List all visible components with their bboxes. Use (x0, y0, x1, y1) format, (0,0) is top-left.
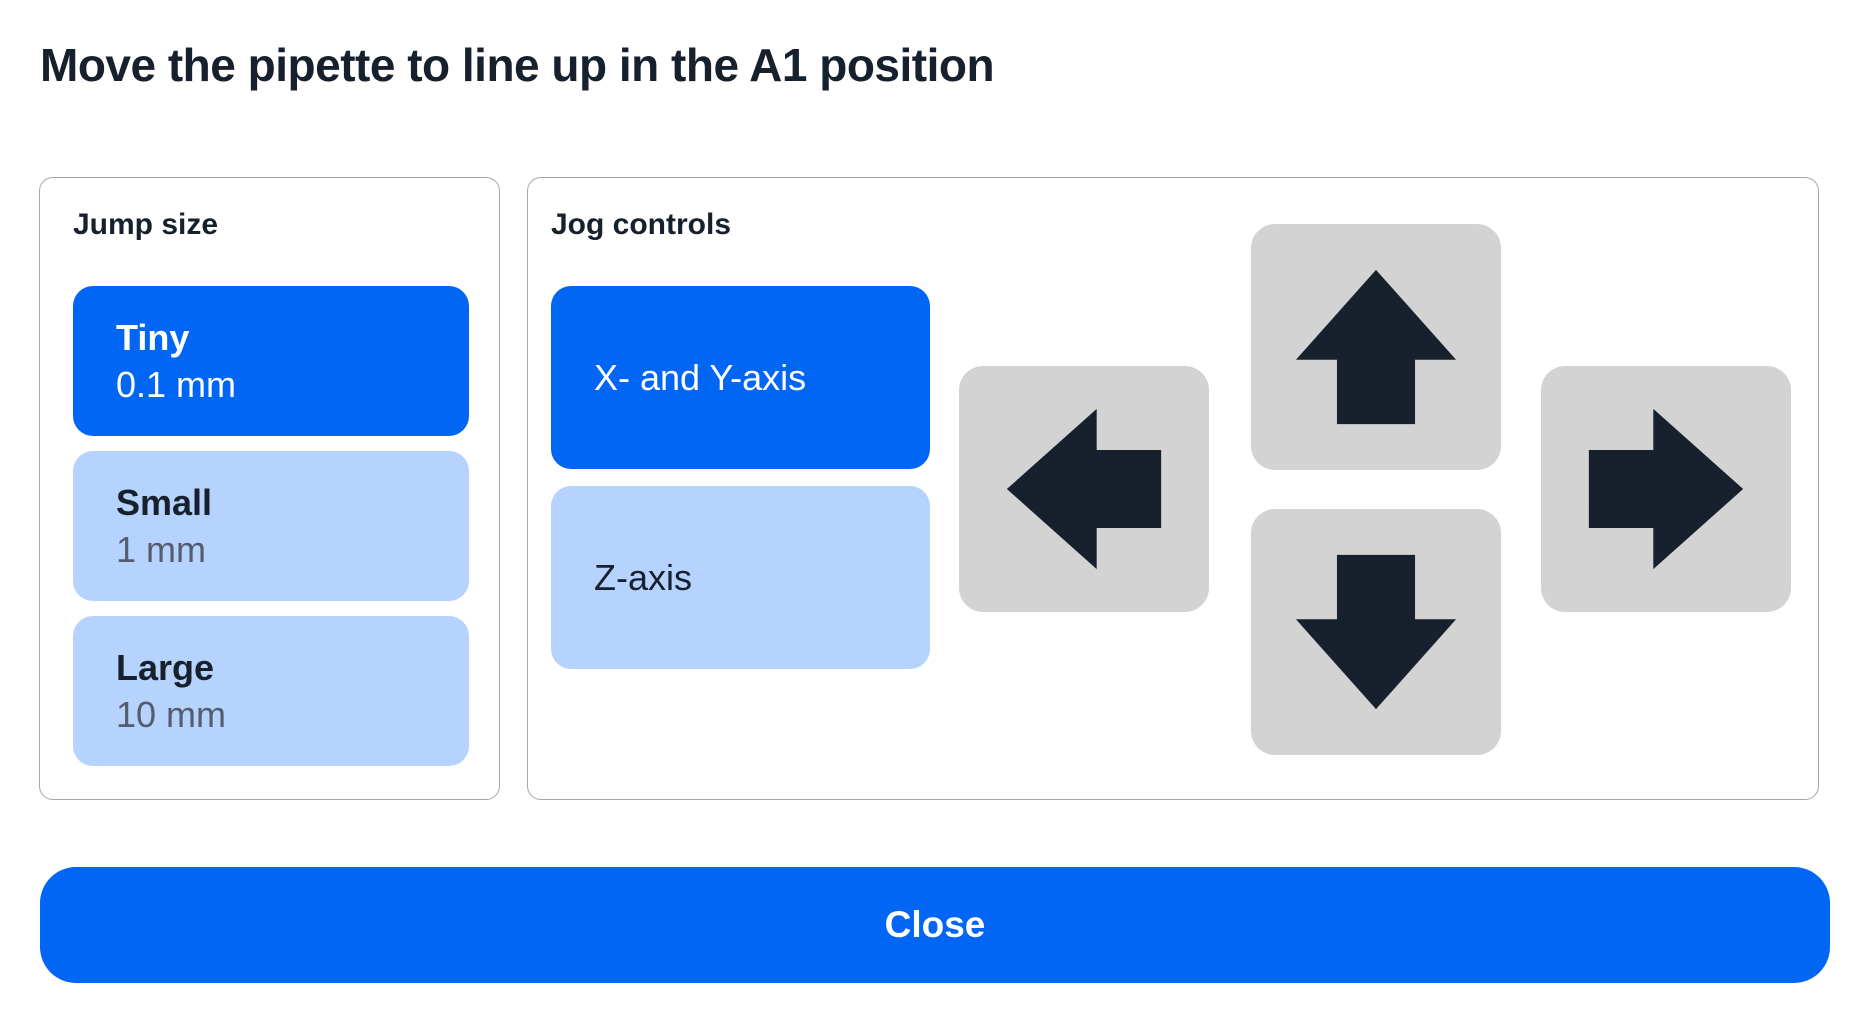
jog-up-button[interactable] (1251, 224, 1501, 470)
jump-option-large-value: 10 mm (116, 694, 227, 735)
jump-option-small[interactable]: Small 1 mm (73, 451, 469, 601)
jog-controls-panel: Jog controls X- and Y-axis Z-axis (527, 177, 1819, 800)
jump-option-tiny-value: 0.1 mm (116, 364, 237, 405)
jog-left-button[interactable] (959, 366, 1209, 612)
page-title: Move the pipette to line up in the A1 po… (40, 39, 995, 91)
jog-controls-label: Jog controls (551, 208, 732, 241)
axis-xy-button[interactable]: X- and Y-axis (551, 286, 930, 469)
close-button[interactable]: Close (40, 867, 1830, 983)
jog-down-button[interactable] (1251, 509, 1501, 755)
jump-option-small-value: 1 mm (116, 529, 206, 570)
arrow-left-icon (1006, 408, 1162, 570)
jump-option-large[interactable]: Large 10 mm (73, 616, 469, 766)
arrow-right-icon (1588, 408, 1744, 570)
axis-z-button[interactable]: Z-axis (551, 486, 930, 669)
jump-option-tiny-name: Tiny (116, 317, 190, 358)
jump-size-panel: Jump size Tiny 0.1 mm Small 1 mm Large 1… (39, 177, 500, 800)
jump-option-large-name: Large (116, 647, 215, 688)
jump-option-small-name: Small (116, 482, 213, 523)
arrow-down-icon (1295, 554, 1457, 710)
jump-option-tiny[interactable]: Tiny 0.1 mm (73, 286, 469, 436)
jog-right-button[interactable] (1541, 366, 1791, 612)
arrow-up-icon (1295, 269, 1457, 425)
jump-size-label: Jump size (73, 208, 219, 241)
